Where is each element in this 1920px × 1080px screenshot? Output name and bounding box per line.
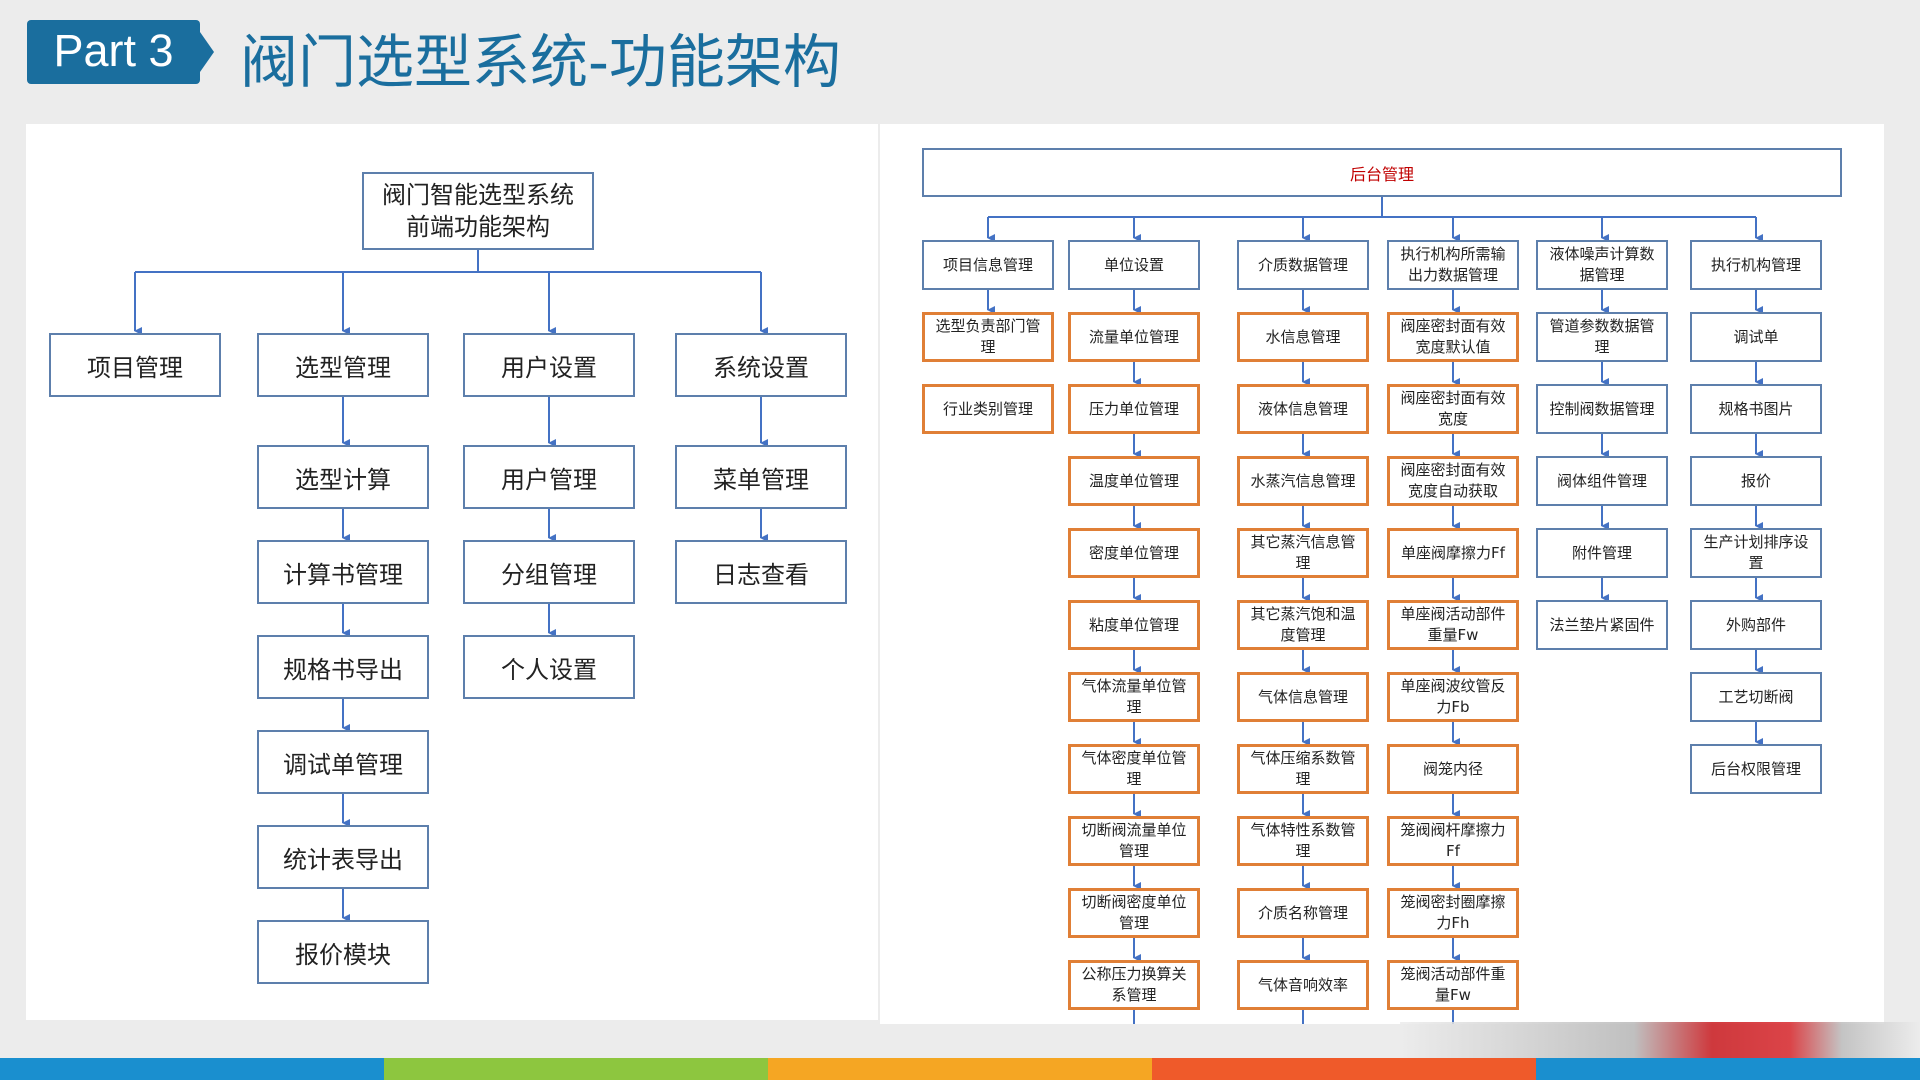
frontend-submodule-item: 用户管理 xyxy=(463,445,635,509)
backend-module-4: 执行机构所需输出力数据管理 xyxy=(1387,240,1519,290)
backend-submodule-item: 气体流量单位管理 xyxy=(1068,672,1200,722)
backend-submodule-item: 法兰垫片紧固件 xyxy=(1536,600,1668,650)
backend-submodule-item: 工艺切断阀 xyxy=(1690,672,1822,722)
frontend-submodule-item: 规格书导出 xyxy=(257,635,429,699)
backend-submodule-item: 单座阀摩擦力Ff xyxy=(1387,528,1519,578)
backend-submodule-item: 行业类别管理 xyxy=(922,384,1054,434)
decorative-graphic xyxy=(1400,1022,1920,1058)
backend-submodule-item: 调试单 xyxy=(1690,312,1822,362)
backend-submodule-item: 介质名称管理 xyxy=(1237,888,1369,938)
part-badge-arrow xyxy=(200,32,214,72)
backend-submodule-item: 笼阀活动部件重量Fw xyxy=(1387,960,1519,1010)
backend-module-1: 项目信息管理 xyxy=(922,240,1054,290)
backend-submodule-item: 密度单位管理 xyxy=(1068,528,1200,578)
backend-submodule-item: 水蒸汽信息管理 xyxy=(1237,456,1369,506)
footer-bar-segment xyxy=(768,1058,1153,1080)
backend-submodule-item: 切断阀密度单位管理 xyxy=(1068,888,1200,938)
backend-submodule-item: 规格书图片 xyxy=(1690,384,1822,434)
backend-module-2: 单位设置 xyxy=(1068,240,1200,290)
backend-submodule-item: 气体音响效率 xyxy=(1237,960,1369,1010)
footer-bar-segment xyxy=(1536,1058,1920,1080)
backend-submodule-item: 选型负责部门管理 xyxy=(922,312,1054,362)
footer-bar-segment xyxy=(1152,1058,1537,1080)
frontend-submodule-item: 计算书管理 xyxy=(257,540,429,604)
backend-submodule-item: 笼阀密封圈摩擦力Fh xyxy=(1387,888,1519,938)
backend-submodule-item: 水信息管理 xyxy=(1237,312,1369,362)
frontend-submodule-item: 菜单管理 xyxy=(675,445,847,509)
backend-submodule-item: 公称压力换算关系管理 xyxy=(1068,960,1200,1010)
backend-submodule-item: 气体信息管理 xyxy=(1237,672,1369,722)
frontend-submodule-item: 分组管理 xyxy=(463,540,635,604)
frontend-submodule-item: 选型计算 xyxy=(257,445,429,509)
backend-submodule-item: 生产计划排序设置 xyxy=(1690,528,1822,578)
backend-submodule-item: 单座阀活动部件重量Fw xyxy=(1387,600,1519,650)
backend-module-3: 介质数据管理 xyxy=(1237,240,1369,290)
frontend-module-2: 选型管理 xyxy=(257,333,429,397)
backend-submodule-item: 气体密度单位管理 xyxy=(1068,744,1200,794)
frontend-module-3: 用户设置 xyxy=(463,333,635,397)
backend-submodule-item: 控制阀数据管理 xyxy=(1536,384,1668,434)
backend-submodule-item: 阀座密封面有效宽度自动获取 xyxy=(1387,456,1519,506)
backend-submodule-item: 阀笼内径 xyxy=(1387,744,1519,794)
footer-bar-segment xyxy=(384,1058,769,1080)
backend-module-6: 执行机构管理 xyxy=(1690,240,1822,290)
backend-submodule-item: 报价 xyxy=(1690,456,1822,506)
backend-submodule-item: 气体压缩系数管理 xyxy=(1237,744,1369,794)
backend-submodule-item: 阀体组件管理 xyxy=(1536,456,1668,506)
frontend-root-node: 阀门智能选型系统前端功能架构 xyxy=(362,172,594,250)
backend-submodule-item: 液体信息管理 xyxy=(1237,384,1369,434)
backend-submodule-item: 压力单位管理 xyxy=(1068,384,1200,434)
backend-submodule-item: 管道参数数据管理 xyxy=(1536,312,1668,362)
backend-submodule-item: 其它蒸汽饱和温度管理 xyxy=(1237,600,1369,650)
part-label: Part 3 xyxy=(53,25,174,76)
slide-title: 阀门选型系统-功能架构 xyxy=(240,28,841,96)
backend-submodule-item: 粘度单位管理 xyxy=(1068,600,1200,650)
backend-submodule-item: 温度单位管理 xyxy=(1068,456,1200,506)
footer-bar-segment xyxy=(0,1058,385,1080)
backend-submodule-item: 切断阀流量单位管理 xyxy=(1068,816,1200,866)
frontend-submodule-item: 统计表导出 xyxy=(257,825,429,889)
frontend-module-1: 项目管理 xyxy=(49,333,221,397)
frontend-module-4: 系统设置 xyxy=(675,333,847,397)
backend-submodule-item: 阀座密封面有效宽度默认值 xyxy=(1387,312,1519,362)
backend-submodule-item: 流量单位管理 xyxy=(1068,312,1200,362)
backend-submodule-item: 后台权限管理 xyxy=(1690,744,1822,794)
frontend-submodule-item: 调试单管理 xyxy=(257,730,429,794)
frontend-submodule-item: 报价模块 xyxy=(257,920,429,984)
backend-module-5: 液体噪声计算数据管理 xyxy=(1536,240,1668,290)
backend-submodule-item: 附件管理 xyxy=(1536,528,1668,578)
frontend-submodule-item: 日志查看 xyxy=(675,540,847,604)
frontend-submodule-item: 个人设置 xyxy=(463,635,635,699)
backend-submodule-item: 单座阀波纹管反力Fb xyxy=(1387,672,1519,722)
part-badge: Part 3 xyxy=(27,20,200,84)
backend-submodule-item: 外购部件 xyxy=(1690,600,1822,650)
backend-submodule-item: 阀座密封面有效宽度 xyxy=(1387,384,1519,434)
backend-submodule-item: 气体特性系数管理 xyxy=(1237,816,1369,866)
backend-submodule-item: 其它蒸汽信息管理 xyxy=(1237,528,1369,578)
backend-root-node: 后台管理 xyxy=(922,148,1842,197)
